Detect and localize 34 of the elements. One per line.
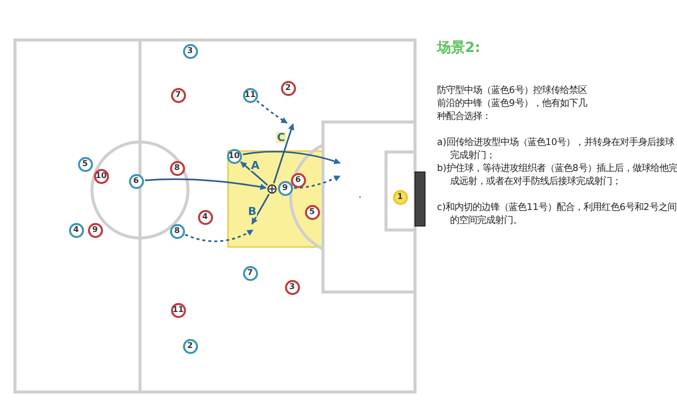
player-marker: 8 bbox=[170, 224, 184, 238]
dashed-arrow bbox=[184, 229, 254, 242]
dashed-arrow bbox=[294, 175, 341, 189]
arrow bbox=[144, 178, 267, 190]
player-marker: 3 bbox=[284, 280, 300, 294]
player-marker: 11 bbox=[170, 302, 186, 318]
player-marker: 3 bbox=[182, 44, 198, 58]
player-marker: 7 bbox=[170, 88, 186, 102]
description-text: 防守型中场（蓝色6号）控球传给禁区前沿的中锋（蓝色9号），他有如下几种配合选择： bbox=[437, 84, 587, 123]
goalkeeper-marker: 1 bbox=[392, 190, 408, 204]
player-marker: 10 bbox=[94, 168, 108, 184]
player-marker: 7 bbox=[242, 266, 258, 280]
player-marker: 2 bbox=[182, 338, 198, 354]
ball-icon bbox=[267, 184, 277, 194]
player-marker: 5 bbox=[78, 156, 92, 172]
player-marker: 2 bbox=[280, 80, 296, 96]
player-marker: 10 bbox=[226, 148, 242, 164]
title: 场景2: bbox=[437, 40, 480, 56]
option-text: b)护住球，等待进攻组织者（蓝色8号）插上后，做球给他完成远射，或者在对手防线后接球完成射门； bbox=[437, 162, 677, 188]
player-marker: 9 bbox=[88, 222, 102, 238]
edge-label: A bbox=[250, 160, 261, 171]
arrow bbox=[273, 123, 294, 184]
option-text: c)和内切的边锋（蓝色11号）配合，利用红色6号和2号之间的空间完成射门。 bbox=[437, 201, 677, 227]
dashed-arrow bbox=[256, 100, 288, 124]
edge-label: C bbox=[276, 132, 286, 143]
player-marker: 4 bbox=[198, 210, 212, 224]
edge-label: B bbox=[247, 206, 258, 217]
arrow bbox=[240, 161, 268, 186]
arrow bbox=[251, 194, 270, 225]
player-marker: 11 bbox=[242, 88, 258, 102]
player-marker: 8 bbox=[170, 160, 184, 176]
arrow bbox=[242, 150, 341, 164]
player-marker: 6 bbox=[128, 174, 144, 188]
player-marker: 4 bbox=[68, 222, 84, 238]
